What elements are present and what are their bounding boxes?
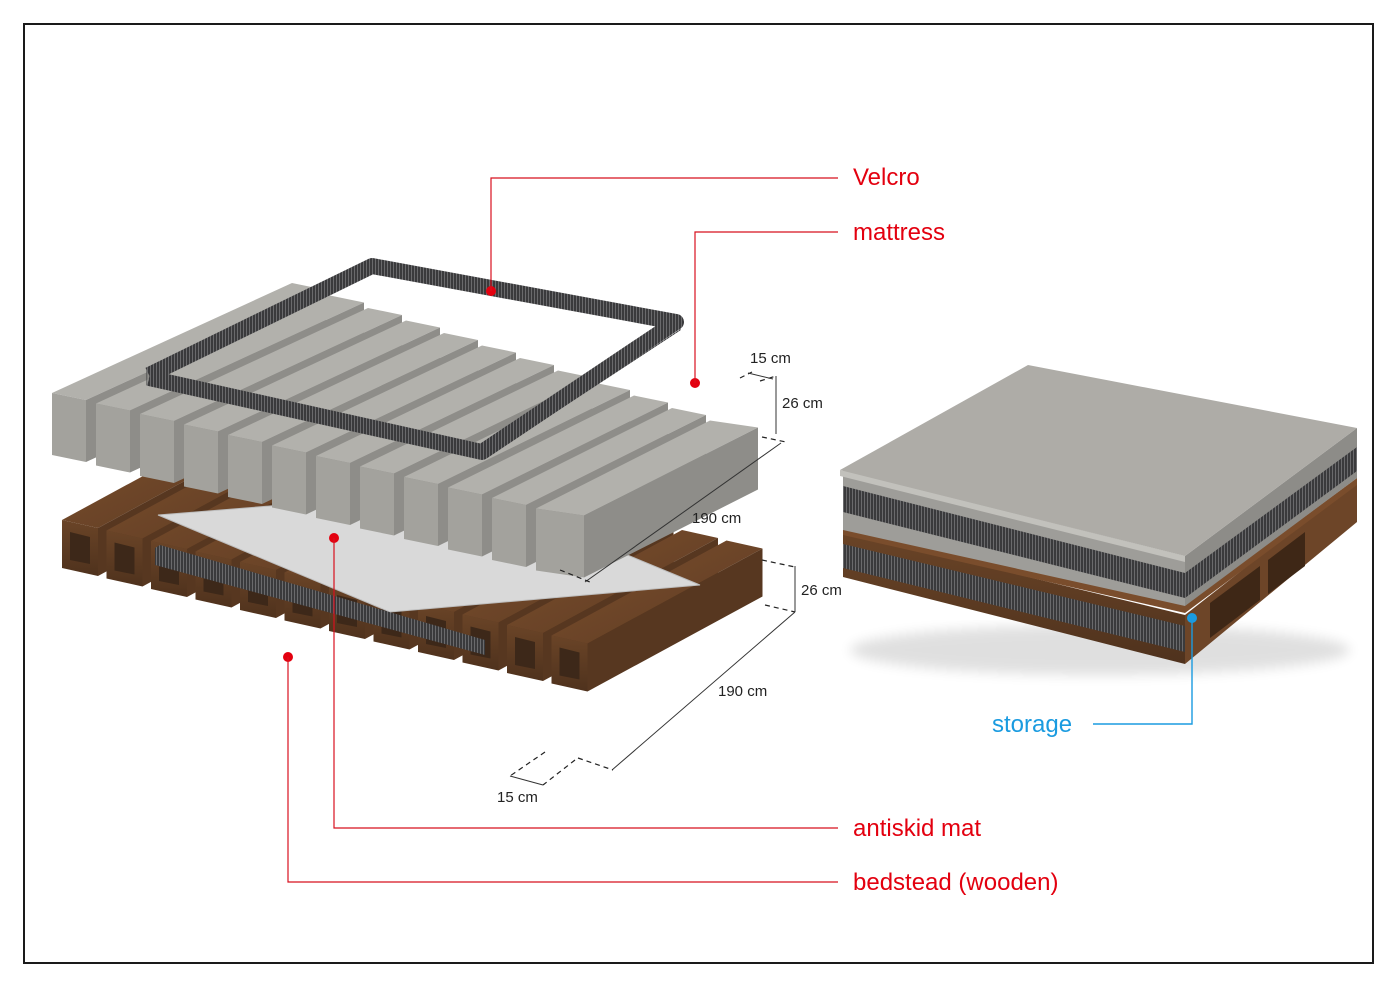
velcro-leader-line bbox=[490, 177, 838, 291]
#8a8985 bbox=[360, 466, 394, 536]
storage-leader-line bbox=[1093, 618, 1193, 725]
bedstead-height-label: 26 cm bbox=[801, 582, 842, 599]
bedstead-label: bedstead (wooden) bbox=[853, 869, 1058, 896]
bedstead-leader-line bbox=[287, 657, 838, 883]
#8a8985 bbox=[52, 393, 86, 462]
mattress-height-label: 26 cm bbox=[782, 395, 823, 412]
bedstead-width-label: 15 cm bbox=[497, 789, 538, 806]
exploded-view bbox=[52, 177, 838, 883]
#8a8985 bbox=[272, 445, 306, 515]
bedstead-length-label: 190 cm bbox=[718, 683, 767, 700]
antiskid-mat-label: antiskid mat bbox=[853, 815, 981, 842]
antiskid-mat-leader-line bbox=[333, 538, 838, 829]
mattress-width-label: 15 cm bbox=[750, 350, 791, 367]
velcro-frame bbox=[145, 258, 684, 460]
#8a8985 bbox=[184, 424, 218, 494]
#8a8985 bbox=[448, 487, 482, 557]
mattress-length-label: 190 cm bbox=[692, 510, 741, 527]
#8a8985 bbox=[492, 498, 526, 567]
lower-velcro-strip bbox=[155, 545, 485, 655]
#8a8985 bbox=[228, 435, 262, 504]
#8a8985 bbox=[96, 403, 130, 473]
mattress-block bbox=[536, 420, 758, 578]
bedstead-frame bbox=[551, 540, 763, 692]
#8a8985 bbox=[404, 477, 438, 546]
page-border bbox=[23, 23, 1374, 964]
#8a8985 bbox=[140, 414, 174, 483]
#8a8985 bbox=[536, 508, 584, 578]
mattress-leader-line bbox=[694, 231, 838, 383]
mattress-label: mattress bbox=[853, 219, 945, 246]
#8a8985 bbox=[316, 456, 350, 525]
velcro-label: Velcro bbox=[853, 164, 920, 191]
assembled-view bbox=[840, 365, 1357, 725]
storage-label: storage bbox=[992, 711, 1072, 738]
mattress-dimensions bbox=[559, 371, 787, 583]
bedstead-dimensions bbox=[509, 559, 796, 786]
